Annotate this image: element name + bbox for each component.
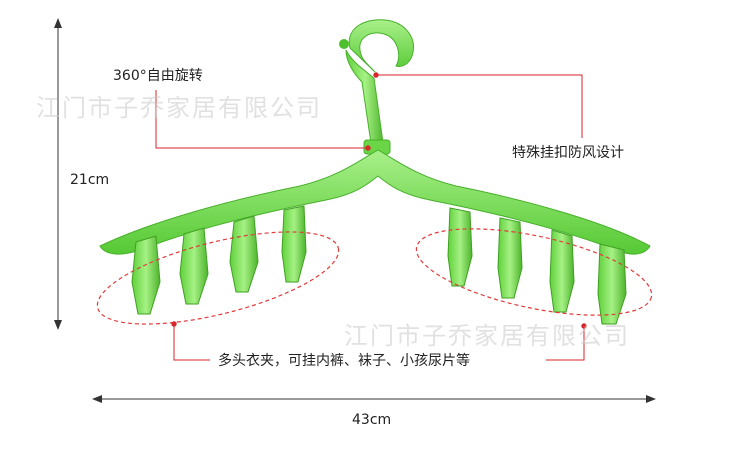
hook-annotation: 特殊挂扣防风设计: [512, 145, 624, 161]
callout-hook-line: [373, 72, 583, 138]
height-dimension-line: [54, 18, 62, 330]
clips-annotation: 多头衣夹，可挂内裤、袜子、小孩尿片等: [218, 353, 470, 369]
watermark-top: 江门市子乔家居有限公司: [36, 94, 322, 122]
clips-right-highlight: [415, 228, 653, 316]
rotate-annotation: 360°自由旋转: [113, 68, 203, 84]
callout-clips-line: [171, 321, 587, 361]
width-dimension-line: [92, 395, 656, 403]
watermark-bottom: 江门市子乔家居有限公司: [344, 322, 630, 350]
height-label: 21cm: [70, 172, 110, 188]
callout-rotate-line: [155, 90, 371, 151]
hanger-hook: [339, 19, 414, 155]
width-label: 43cm: [352, 412, 392, 428]
clips-left-highlight: [96, 231, 340, 325]
clips-right: [447, 207, 627, 325]
